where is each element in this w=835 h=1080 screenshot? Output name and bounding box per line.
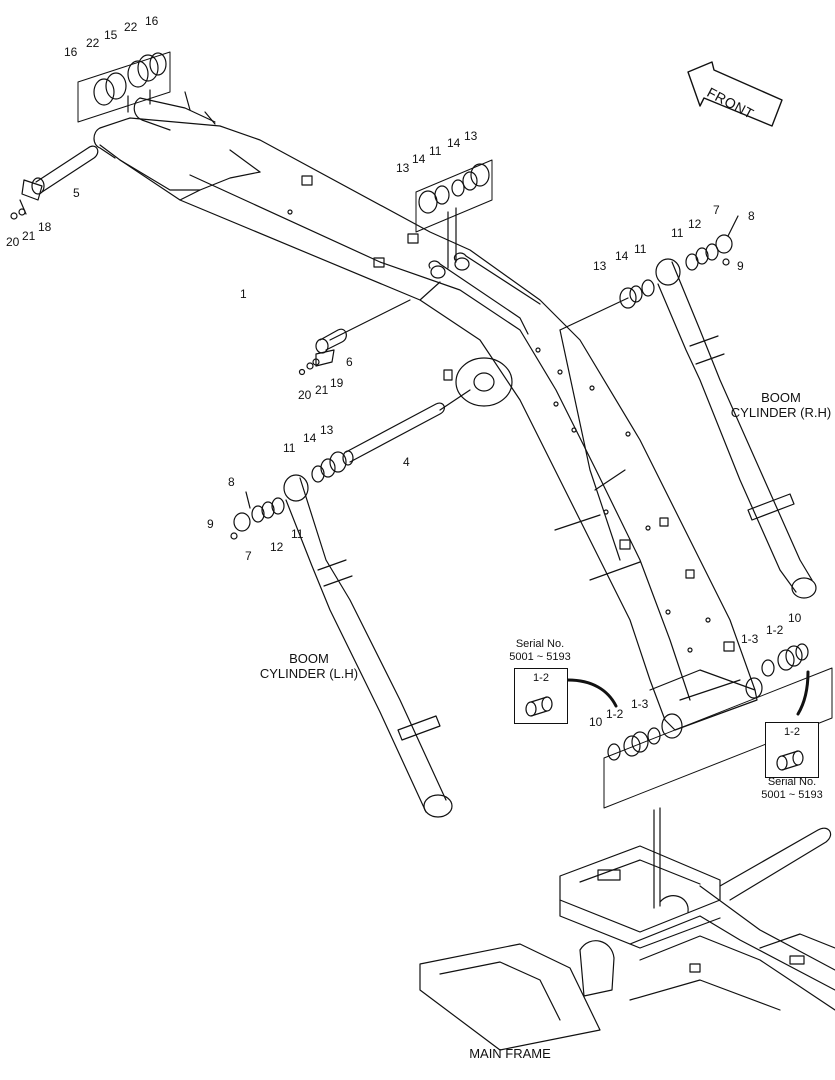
right-cylinder-pin-stack bbox=[559, 215, 739, 331]
boom-cylinder-lh bbox=[283, 474, 453, 818]
boom-body bbox=[93, 91, 763, 739]
boom-cylinder-rh bbox=[655, 258, 817, 599]
pin-5 bbox=[10, 145, 99, 220]
callout-label: 16 bbox=[64, 45, 78, 59]
callout-label: 1-3 bbox=[631, 697, 649, 711]
foot-pin-stack-upper bbox=[761, 643, 809, 677]
inset-box-right: 1-2 bbox=[765, 722, 819, 778]
callout-label: 11 bbox=[283, 441, 296, 455]
callout-label: 14 bbox=[615, 249, 629, 263]
inset-serial-right: Serial No. 5001 ~ 5193 bbox=[761, 776, 823, 801]
callout-label: 21 bbox=[22, 229, 36, 243]
callout-label: 5 bbox=[73, 186, 80, 200]
inset-serial-left: Serial No. 5001 ~ 5193 bbox=[509, 638, 571, 663]
callout-label: 1-3 bbox=[741, 632, 759, 646]
callout-label: 12 bbox=[270, 540, 284, 554]
inset-part-right: 1-2 bbox=[784, 726, 800, 738]
caption-main-frame: MAIN FRAME bbox=[469, 1046, 551, 1061]
inset-box-left: 1-2 bbox=[514, 668, 568, 724]
callout-label: 14 bbox=[412, 152, 426, 166]
callout-label: 15 bbox=[104, 28, 118, 42]
callout-label: 22 bbox=[86, 36, 100, 50]
callout-label: 21 bbox=[315, 383, 329, 397]
callout-label: 8 bbox=[228, 475, 235, 489]
pin-6 bbox=[298, 299, 411, 376]
callout-label: 7 bbox=[713, 203, 720, 217]
caption-boom-cylinder-rh: BOOM CYLINDER (R.H) bbox=[730, 390, 832, 420]
callout-label: 6 bbox=[346, 355, 353, 369]
callout-label: 22 bbox=[124, 20, 138, 34]
callout-label: 13 bbox=[396, 161, 410, 175]
callout-label: 14 bbox=[447, 136, 461, 150]
callout-label: 11 bbox=[671, 226, 684, 240]
callout-label: 19 bbox=[330, 376, 344, 390]
main-frame bbox=[419, 827, 835, 1051]
callout-label: 11 bbox=[634, 242, 647, 256]
pin-4 bbox=[311, 389, 471, 483]
callout-label: 1-2 bbox=[766, 623, 784, 637]
top-pin-stack bbox=[77, 51, 171, 123]
callout-label: 11 bbox=[291, 527, 304, 541]
callout-label: 11 bbox=[429, 144, 442, 158]
callout-label: 14 bbox=[303, 431, 317, 445]
callout-label: 20 bbox=[298, 388, 312, 402]
callout-label: 13 bbox=[593, 259, 607, 273]
callout-label: 1 bbox=[240, 287, 247, 301]
callout-label: 4 bbox=[403, 455, 410, 469]
callout-label: 10 bbox=[788, 611, 802, 625]
callout-label: 8 bbox=[748, 209, 755, 223]
callout-label: 10 bbox=[589, 715, 603, 729]
front-arrow-icon bbox=[687, 61, 783, 127]
inset-arrow-left bbox=[566, 678, 618, 708]
callout-label: 7 bbox=[245, 549, 252, 563]
callout-label: 9 bbox=[737, 259, 744, 273]
caption-boom-cylinder-lh: BOOM CYLINDER (L.H) bbox=[259, 651, 359, 681]
callout-label: 13 bbox=[320, 423, 334, 437]
upper-pin-stack bbox=[415, 159, 493, 269]
inset-arrow-right bbox=[796, 670, 810, 716]
inset-part-left: 1-2 bbox=[533, 672, 549, 684]
callout-label: 13 bbox=[464, 129, 478, 143]
callout-label: 12 bbox=[688, 217, 702, 231]
callout-label: 16 bbox=[145, 14, 159, 28]
callout-label: 1-2 bbox=[606, 707, 624, 721]
foot-pin-stack-lower bbox=[603, 667, 833, 909]
callout-label: 18 bbox=[38, 220, 52, 234]
callout-label: 9 bbox=[207, 517, 214, 531]
left-cylinder-pin-stack bbox=[230, 491, 285, 540]
callout-label: 20 bbox=[6, 235, 20, 249]
